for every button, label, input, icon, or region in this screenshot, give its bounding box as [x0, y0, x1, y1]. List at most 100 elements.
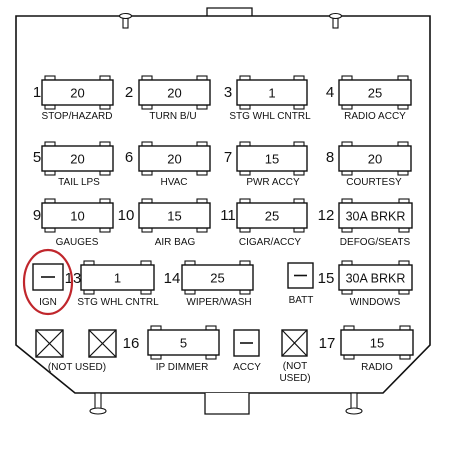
fuse-rating: 25 — [210, 271, 224, 286]
fuse-body — [138, 202, 211, 229]
fuse-label: TURN B/U — [149, 111, 196, 122]
fuse-label: HVAC — [160, 177, 187, 188]
not-used-left-label: (NOT USED) — [48, 362, 106, 373]
fuse-panel-outline — [15, 15, 431, 394]
fuse-number: 14 — [164, 270, 181, 287]
fuse-number: 7 — [224, 149, 232, 166]
batt-label: BATT — [289, 295, 314, 306]
fuse-number: 17 — [319, 335, 336, 352]
fuse-rating: 25 — [265, 209, 279, 224]
ign-label: IGN — [39, 297, 57, 308]
fuse-label: STOP/HAZARD — [42, 111, 113, 122]
fuse-rating: 10 — [70, 209, 84, 224]
fuse-label: RADIO ACCY — [344, 111, 406, 122]
fuse-body — [41, 145, 114, 172]
fuse-number: 1 — [33, 84, 41, 101]
fuse-body — [80, 264, 155, 291]
fuse-label: WINDOWS — [350, 297, 401, 308]
fuse-rating: 20 — [368, 152, 382, 167]
fuse-rating: 20 — [167, 86, 181, 101]
fuse-number: 8 — [326, 149, 334, 166]
accy-component[interactable]: ACCY — [233, 329, 261, 373]
ign-highlight-circle — [22, 248, 74, 316]
fuse-number: 5 — [33, 149, 41, 166]
fuse-rating: 15 — [265, 152, 279, 167]
batt-component[interactable]: BATT — [287, 262, 314, 306]
fuse-16[interactable]: 5 16 IP DIMMER — [123, 325, 220, 373]
fuse-label: WIPER/WASH — [186, 297, 251, 308]
fuse-body — [236, 79, 308, 106]
fuse-body — [338, 145, 412, 172]
fuse-number: 2 — [125, 84, 133, 101]
fuse-body — [338, 264, 413, 291]
not-used-slot-left-1 — [35, 329, 64, 358]
fuse-label: RADIO — [361, 362, 393, 373]
fuse-number: 16 — [123, 335, 140, 352]
fuse-body — [138, 79, 211, 106]
fuse-rating: 30A BRKR — [346, 210, 406, 224]
fuse-number: 3 — [224, 84, 232, 101]
fuse-number: 15 — [318, 270, 335, 287]
top-connector-tab — [206, 7, 253, 16]
bottom-clip-right — [345, 392, 363, 415]
fuse-body — [340, 329, 414, 356]
fuse-number: 13 — [65, 270, 82, 287]
bottom-connector-tab — [204, 393, 250, 415]
fuse-label: COURTESY — [346, 177, 402, 188]
fuse-rating: 20 — [70, 152, 84, 167]
bottom-clip-left — [89, 392, 107, 415]
fuse-rating: 15 — [167, 209, 181, 224]
fuse-label: STG WHL CNTRL — [77, 297, 159, 308]
fuse-body — [181, 264, 254, 291]
fuse-body — [236, 202, 308, 229]
fuse-rating: 5 — [180, 336, 187, 351]
fuse-body — [338, 202, 413, 229]
fuse-rating: 1 — [268, 86, 275, 101]
fuse-label: AIR BAG — [155, 237, 196, 248]
fuse-label: IP DIMMER — [156, 362, 209, 373]
fuse-body — [236, 145, 308, 172]
fuse-number: 4 — [326, 84, 334, 101]
fuse-number: 12 — [318, 207, 335, 224]
fuse-label: STG WHL CNTRL — [229, 111, 311, 122]
ign-relay[interactable]: IGN — [32, 263, 64, 308]
fuse-number: 10 — [118, 207, 135, 224]
top-clip-right — [328, 12, 343, 29]
fuse-label: CIGAR/ACCY — [239, 237, 302, 248]
fuse-number: 9 — [33, 207, 41, 224]
fuse-number: 6 — [125, 149, 133, 166]
fuse-label: TAIL LPS — [58, 177, 100, 188]
fuse-rating: 25 — [368, 86, 382, 101]
fuse-label: GAUGES — [56, 237, 99, 248]
top-clip-left — [118, 12, 133, 29]
not-used-slot-left-2 — [88, 329, 117, 358]
fuse-rating: 30A BRKR — [346, 272, 406, 286]
fuse-body — [338, 79, 412, 106]
fuse-body — [41, 79, 114, 106]
fuse-rating: 20 — [70, 86, 84, 101]
fuse-rating: 20 — [167, 152, 181, 167]
fuse-label: DEFOG/SEATS — [340, 237, 411, 248]
fuse-number: 11 — [220, 207, 236, 224]
fuse-body — [41, 202, 114, 229]
fuse-body — [147, 329, 220, 356]
not-used-right-label-line1: (NOT — [283, 361, 307, 372]
